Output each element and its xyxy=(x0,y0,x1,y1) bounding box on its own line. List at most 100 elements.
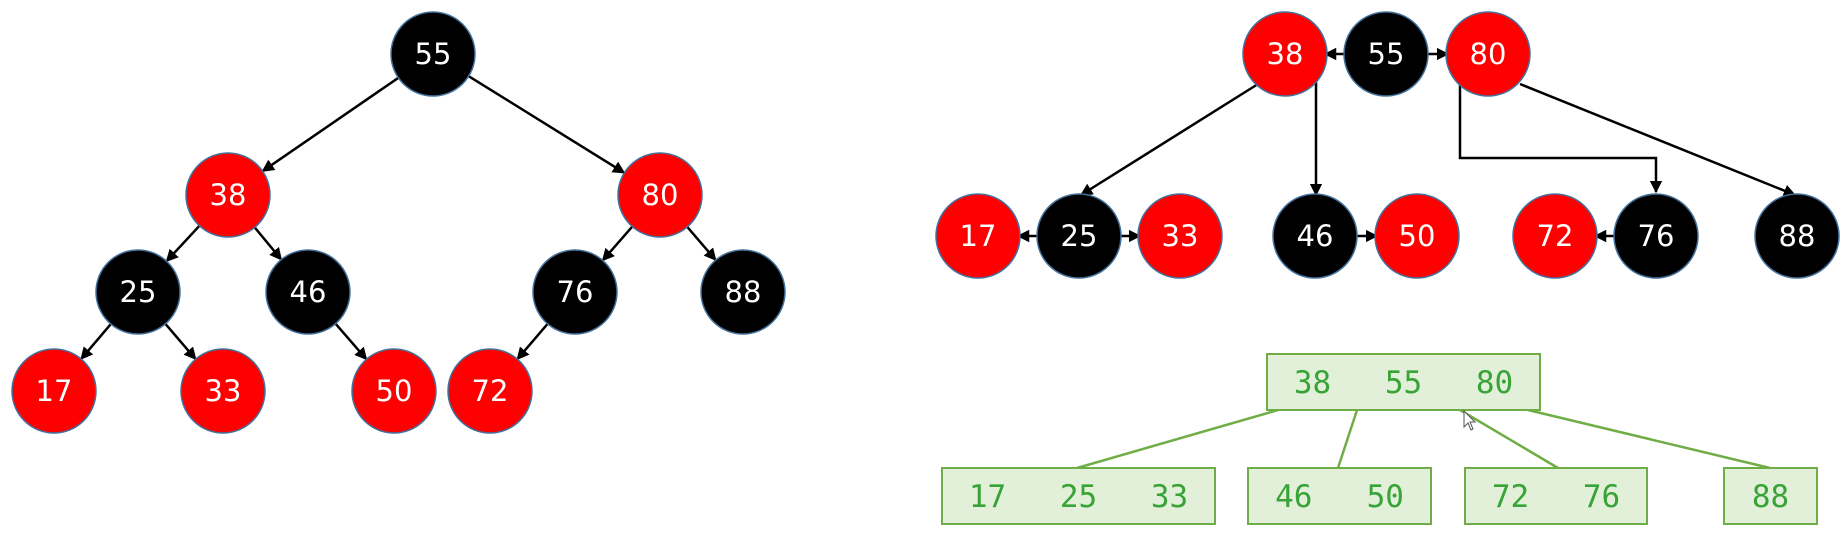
tree-node-88: 88 xyxy=(1754,193,1840,279)
child-edges xyxy=(1079,80,1797,197)
tree-node-76: 76 xyxy=(532,249,618,335)
node-label: 80 xyxy=(1470,37,1507,71)
tree-edge xyxy=(164,323,197,361)
btree-edge xyxy=(1076,408,1279,470)
tree-edge xyxy=(253,226,283,261)
node-circle xyxy=(700,249,786,335)
node-circle xyxy=(185,152,271,238)
node-label: 55 xyxy=(1368,37,1405,71)
tree-node-55: 55 xyxy=(390,11,476,97)
tree-edge xyxy=(334,322,368,361)
node-circle xyxy=(1137,193,1223,279)
node-circle xyxy=(265,249,351,335)
tree-node-55: 55 xyxy=(1343,11,1429,97)
node-label: 50 xyxy=(376,374,413,408)
node-circle xyxy=(1613,193,1699,279)
node-label: 50 xyxy=(1399,219,1436,253)
btree-key: 17 xyxy=(969,479,1006,515)
tree-node-33: 33 xyxy=(180,348,266,434)
tree-node-33: 33 xyxy=(1137,193,1223,279)
node-label: 76 xyxy=(557,275,594,309)
tree-edge xyxy=(1519,82,1797,197)
mouse-cursor-icon xyxy=(1463,410,1477,431)
node-label: 17 xyxy=(960,219,997,253)
node-circle xyxy=(1272,193,1358,279)
node-circle xyxy=(180,348,266,434)
btree-key: 80 xyxy=(1476,365,1513,401)
node-label: 88 xyxy=(1779,219,1816,253)
tree-edge xyxy=(686,226,717,262)
tree-node-46: 46 xyxy=(1272,193,1358,279)
sibling-links xyxy=(1016,47,1616,243)
btree-key: 46 xyxy=(1275,479,1312,515)
btree-leaf-node: 72 76 xyxy=(1464,467,1648,525)
btree-key: 76 xyxy=(1583,479,1620,515)
btree-key: 38 xyxy=(1294,365,1331,401)
btree-root-node: 38 55 80 xyxy=(1266,353,1541,411)
node-label: 25 xyxy=(1061,219,1098,253)
node-label: 80 xyxy=(642,178,679,212)
tree-node-76: 76 xyxy=(1613,193,1699,279)
node-circle xyxy=(935,193,1021,279)
node-circle xyxy=(95,249,181,335)
node-circle xyxy=(1343,11,1429,97)
node-circle xyxy=(1445,11,1531,97)
node-circle xyxy=(1374,193,1460,279)
btree-edge xyxy=(1336,409,1359,469)
btree-leaf-node: 88 xyxy=(1723,467,1818,525)
node-circle xyxy=(11,348,97,434)
btree-key: 88 xyxy=(1752,479,1789,515)
btree-node-box xyxy=(941,467,1216,525)
btree-key: 72 xyxy=(1492,479,1529,515)
tree-node-80: 80 xyxy=(617,152,703,238)
node-label: 55 xyxy=(415,37,452,71)
tree-node-25: 25 xyxy=(95,249,181,335)
btree-node-box xyxy=(1464,467,1648,525)
node-label: 33 xyxy=(205,374,242,408)
node-label: 88 xyxy=(725,275,762,309)
tree-node-25: 25 xyxy=(1036,193,1122,279)
node-circle xyxy=(1242,11,1328,97)
tree-edge xyxy=(165,224,201,263)
btree-key: 50 xyxy=(1367,479,1404,515)
tree-edge xyxy=(1458,84,1663,194)
node-circle xyxy=(1754,193,1840,279)
node-circle xyxy=(1512,193,1598,279)
tree-node-50: 50 xyxy=(351,348,437,434)
tree-edge xyxy=(516,323,549,361)
node-label: 76 xyxy=(1638,219,1675,253)
node-label: 46 xyxy=(1297,219,1334,253)
tree-node-88: 88 xyxy=(700,249,786,335)
tree-node-38: 38 xyxy=(185,152,271,238)
node-circle xyxy=(617,152,703,238)
tree-edge xyxy=(80,323,112,360)
node-label: 72 xyxy=(1537,219,1574,253)
tree-edge xyxy=(601,225,634,262)
btree-edge xyxy=(1527,408,1771,470)
node-circle xyxy=(351,348,437,434)
b-tree: 38 55 80 17 25 33 46 50 72 76 88 xyxy=(941,353,1818,525)
node-label: 33 xyxy=(1162,219,1199,253)
btree-key: 55 xyxy=(1385,365,1422,401)
node-label: 72 xyxy=(472,374,509,408)
node-label: 25 xyxy=(120,275,157,309)
tree-node-72: 72 xyxy=(447,348,533,434)
tree-node-46: 46 xyxy=(265,249,351,335)
btree-edge xyxy=(1459,408,1559,470)
tree-node-17: 17 xyxy=(11,348,97,434)
btree-node-box xyxy=(1266,353,1541,411)
node-circle xyxy=(1036,193,1122,279)
btree-leaf-node: 17 25 33 xyxy=(941,467,1216,525)
tree-node-17: 17 xyxy=(935,193,1021,279)
tree-node-38: 38 xyxy=(1242,11,1328,97)
btree-leaf-node: 46 50 xyxy=(1247,467,1432,525)
btree-key: 33 xyxy=(1151,479,1188,515)
red-black-tree: 55 38 80 25 46 76 88 17 33 50 72 xyxy=(11,11,786,434)
node-circle xyxy=(390,11,476,97)
node-label: 38 xyxy=(210,178,247,212)
node-label: 46 xyxy=(290,275,327,309)
btree-key: 25 xyxy=(1060,479,1097,515)
node-circle xyxy=(532,249,618,335)
tree-edge xyxy=(1079,82,1259,197)
